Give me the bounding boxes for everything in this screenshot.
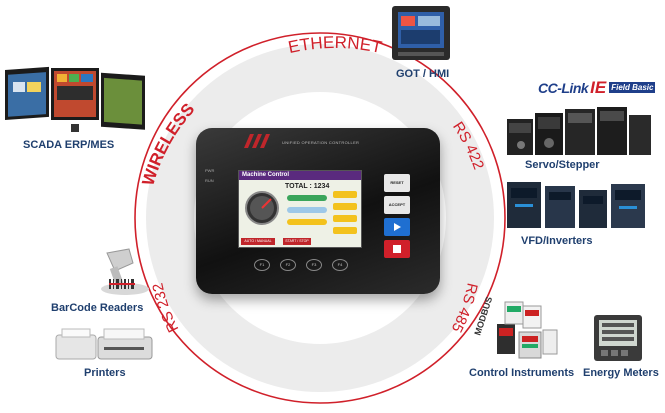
screen-total: TOTAL : 1234 — [285, 183, 330, 190]
cclink-field-text: Field Basic — [609, 82, 656, 93]
scada-label: SCADA ERP/MES — [23, 139, 115, 151]
got-hmi-label: GOT / HMI — [396, 68, 450, 80]
control-instruments-label: Control Instruments — [469, 367, 575, 379]
servo-drives-image — [503, 105, 653, 157]
hmi-screen: Machine Control TOTAL : 1234 AUTO / MANU… — [238, 170, 362, 248]
auto-manual-button[interactable]: AUTO / MANUAL — [241, 238, 275, 245]
scada-monitors-image — [5, 66, 145, 132]
f3-button[interactable]: F3 — [306, 259, 322, 271]
vfd-inverters-image — [507, 180, 647, 230]
reset-button[interactable]: RESET — [384, 174, 410, 192]
run-led-label: RUN — [205, 178, 214, 183]
control-instruments-image — [493, 298, 559, 362]
screen-button-2[interactable] — [333, 203, 357, 210]
got-hmi-image — [390, 4, 452, 62]
cclink-text: CC-Link — [538, 80, 589, 96]
hmi-controller: UNIFIED OPERATION CONTROLLER PWR RUN Mac… — [196, 128, 440, 294]
screen-button-1[interactable] — [333, 191, 357, 198]
stop-button[interactable] — [384, 240, 410, 258]
f1-button[interactable]: F1 — [254, 259, 270, 271]
printers-image — [54, 325, 154, 363]
barcode-reader-image — [85, 245, 155, 297]
grey-ring — [146, 44, 494, 392]
energy-meters-label: Energy Meters — [583, 367, 659, 379]
accept-button[interactable]: ACCEPT — [384, 196, 410, 214]
hmi-brand-text: UNIFIED OPERATION CONTROLLER — [282, 140, 360, 145]
status-bar-blue — [287, 207, 327, 213]
vfd-label: VFD/Inverters — [521, 235, 593, 247]
stop-icon — [393, 245, 401, 253]
screen-button-4[interactable] — [333, 227, 357, 234]
f2-button[interactable]: F2 — [280, 259, 296, 271]
printers-label: Printers — [84, 367, 126, 379]
cclink-ie-text: IE — [590, 78, 607, 97]
red-ring — [134, 32, 506, 404]
start-stop-button[interactable]: START / STOP — [283, 238, 311, 245]
play-icon — [394, 223, 401, 231]
barcode-label: BarCode Readers — [51, 302, 144, 314]
servo-label: Servo/Stepper — [525, 159, 600, 171]
gauge-icon — [245, 191, 279, 225]
screen-title: Machine Control — [239, 171, 361, 180]
f4-button[interactable]: F4 — [332, 259, 348, 271]
status-bar-green — [287, 195, 327, 201]
status-bar-yellow — [287, 219, 327, 225]
energy-meter-image — [592, 313, 644, 363]
brand-stripes — [244, 134, 270, 148]
play-button[interactable] — [384, 218, 410, 236]
screen-button-3[interactable] — [333, 215, 357, 222]
pwr-led-label: PWR — [205, 168, 215, 173]
